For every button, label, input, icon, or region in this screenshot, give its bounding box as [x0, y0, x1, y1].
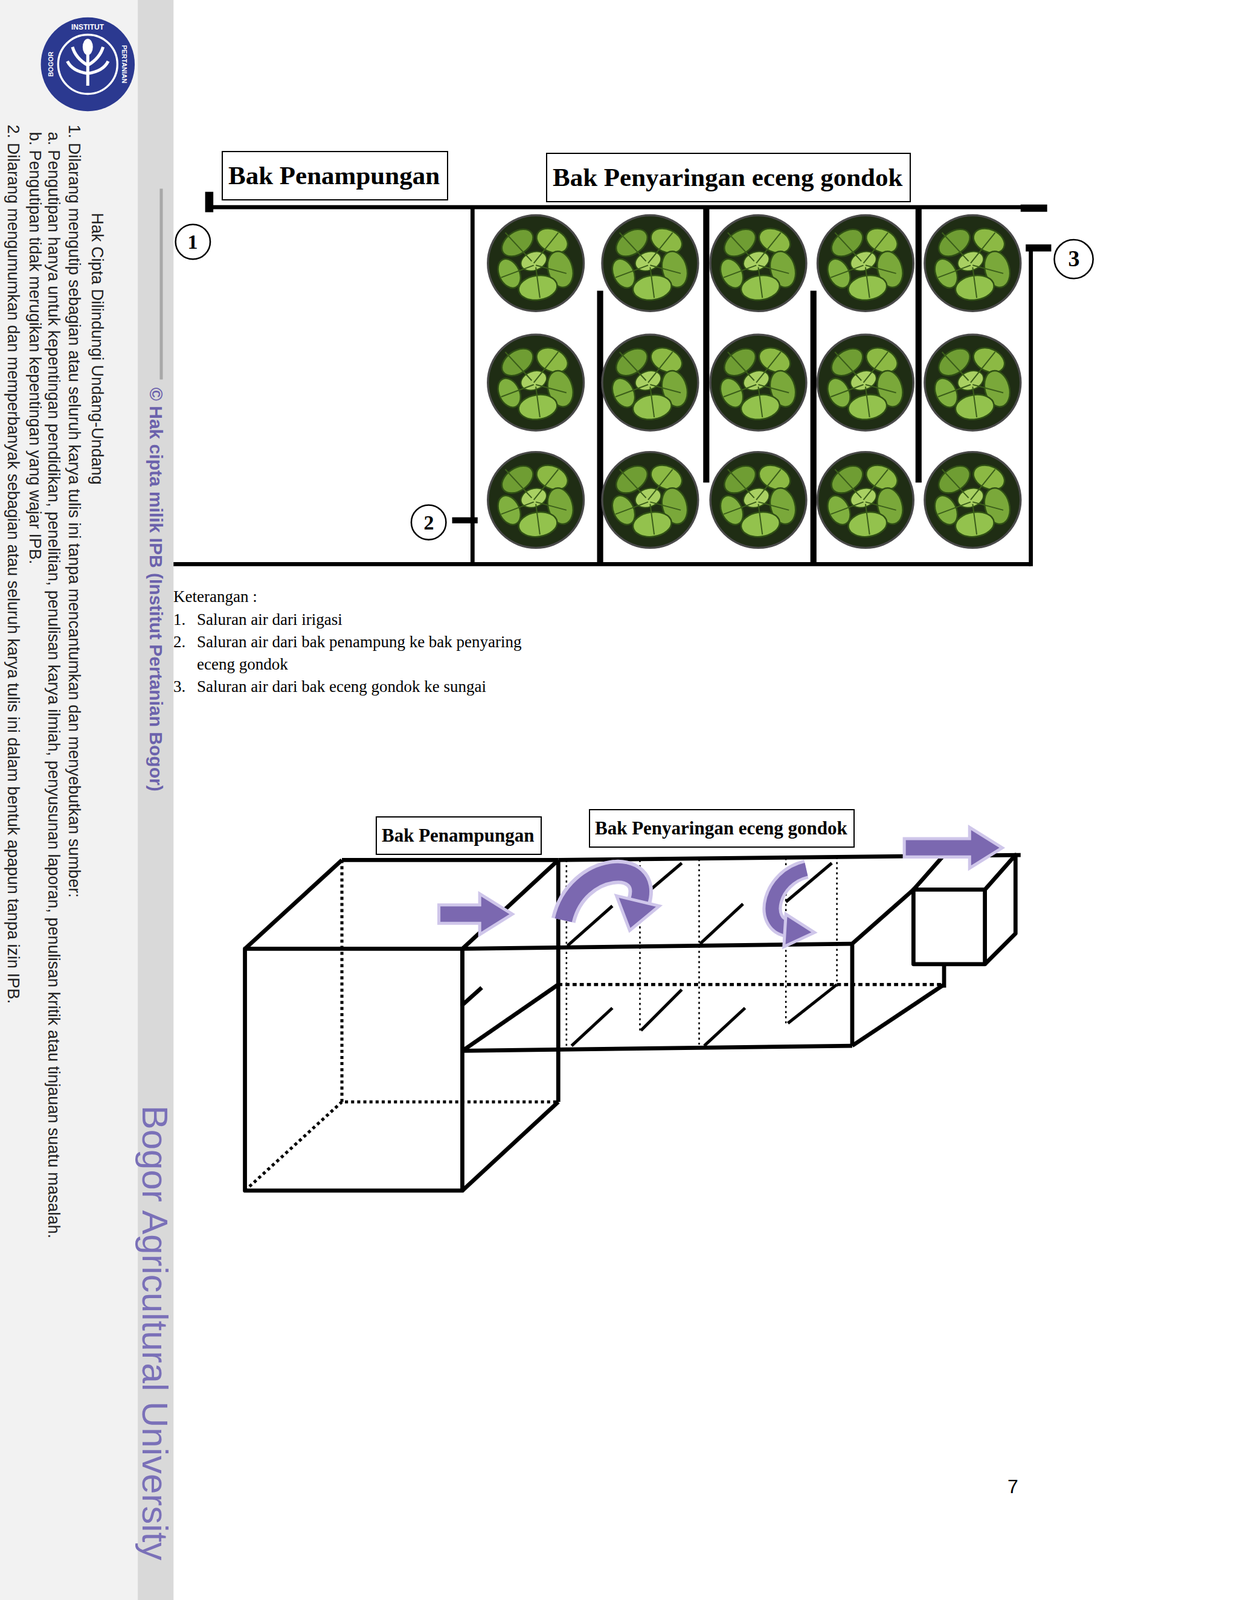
- tank-label-box: Bak Penampungan: [375, 816, 542, 856]
- callout-number: 2: [424, 510, 435, 535]
- water-hyacinth: [817, 334, 914, 431]
- sidebar: [159, 189, 163, 380]
- pipe-line: [205, 192, 214, 213]
- water-hyacinth: [710, 452, 807, 549]
- legend-text: Saluran air dari bak eceng gondok ke sun…: [196, 677, 487, 697]
- tank-3d: [245, 948, 463, 1191]
- legend-number: 1.: [173, 610, 186, 630]
- baffle-wall: [810, 291, 817, 565]
- water-hyacinth: [488, 334, 585, 431]
- legend-number: 3.: [173, 677, 186, 697]
- tank-3d: [913, 855, 1016, 989]
- ipb-logo: [57, 34, 118, 94]
- sidebar: [0, 0, 138, 1600]
- callout-number: 1: [187, 230, 199, 254]
- baffle-wall: [703, 207, 710, 483]
- flow-arrow: [904, 827, 1003, 869]
- legend-number: 2.: [173, 632, 186, 652]
- tank-3d: [852, 985, 945, 1047]
- baffle-wall: [597, 291, 604, 565]
- tank-3d: [341, 858, 559, 863]
- tank-3d: [245, 855, 1021, 1192]
- tank-label-box: Bak Penampungan: [221, 151, 449, 201]
- copyright-notice: b. Pengutipan tidak merugikan kepentinga…: [24, 131, 44, 565]
- tank-label-box: Bak Penyaringan eceng gondok: [546, 152, 911, 203]
- flow-arrow: [783, 914, 815, 948]
- ipb-logo: [41, 17, 135, 112]
- water-hyacinth: [602, 334, 699, 431]
- legend-text: Saluran air dari bak penampung ke bak pe…: [196, 631, 550, 676]
- legend-heading: Keterangan :: [173, 587, 258, 607]
- copyright-notice: 2. Dilarang mengumumkan dan memperbanyak…: [3, 124, 23, 1004]
- tank-label-box: Bak Penyaringan eceng gondok: [588, 809, 855, 849]
- pipe-line: [1025, 244, 1051, 252]
- water-hyacinth: [488, 215, 585, 312]
- water-hyacinth: [817, 452, 914, 549]
- tank-label: Bak Penampungan: [381, 825, 536, 847]
- water-hyacinth: [488, 215, 1021, 549]
- ipb-logo: [41, 17, 135, 112]
- tank-3d: [558, 983, 945, 987]
- logo-text: INSTITUT: [71, 23, 104, 33]
- tank-3d: [462, 944, 852, 949]
- tank-3d: [245, 860, 559, 1191]
- water-hyacinth: [924, 215, 1021, 312]
- legend-text: Saluran air dari irigasi: [196, 610, 343, 630]
- tank-label: Bak Penampungan: [228, 160, 442, 191]
- copyright-notice: a. Pengutipan hanya untuk kepentingan pe…: [43, 131, 63, 1239]
- pipe-line: [1028, 248, 1033, 567]
- tank-label: Bak Penyaringan eceng gondok: [552, 162, 905, 193]
- callout-circle: [175, 224, 211, 260]
- tank-3d: [852, 889, 914, 945]
- pipe-line: [173, 192, 1051, 567]
- tank-3d: [567, 863, 838, 1047]
- water-hyacinth: [924, 334, 1021, 431]
- tank-3d: [913, 889, 985, 964]
- tank-label: Bak Penyaringan eceng gondok: [594, 817, 849, 840]
- flow-arrow: [616, 896, 660, 931]
- pipe-line: [1020, 204, 1048, 213]
- copyright-banner: © Hak cipta milik IPB (Institut Pertania…: [144, 387, 167, 792]
- tank-3d: [245, 860, 343, 949]
- illustration: [0, 0, 1094, 1600]
- copyright-notice: Hak Cipta Dilindungi Undang-Undang: [87, 212, 107, 485]
- baffle-wall: [600, 207, 919, 565]
- ipb-logo: [82, 38, 94, 55]
- water-hyacinth: [710, 215, 807, 312]
- pipe-line: [452, 517, 478, 524]
- water-hyacinth: [817, 215, 914, 312]
- flow-arrow: [439, 893, 513, 935]
- water-hyacinth: [488, 452, 585, 549]
- callout-circle: [1054, 239, 1094, 279]
- page-number: 7: [1007, 1476, 1019, 1499]
- water-hyacinth: [602, 452, 699, 549]
- tank-3d: [850, 944, 855, 1047]
- logo-text: PERTANIAN: [120, 44, 129, 83]
- callout-circle: [411, 504, 446, 540]
- logo-text: BOGOR: [47, 51, 55, 77]
- tank-3d: [462, 1102, 559, 1192]
- baffle-wall: [915, 207, 922, 483]
- water-hyacinth: [710, 334, 807, 431]
- water-hyacinth: [924, 452, 1021, 549]
- callout-circle: [175, 224, 1094, 540]
- copyright-notice: 1. Dilarang mengutip sebagian atau selur…: [64, 124, 84, 898]
- tank-3d: [462, 948, 482, 1006]
- water-hyacinth: [602, 215, 699, 312]
- pipe-line: [470, 207, 475, 565]
- university-name: Bogor Agricultural University: [134, 1105, 176, 1561]
- tank-3d: [462, 1046, 852, 1051]
- callout-number: 3: [1068, 245, 1080, 273]
